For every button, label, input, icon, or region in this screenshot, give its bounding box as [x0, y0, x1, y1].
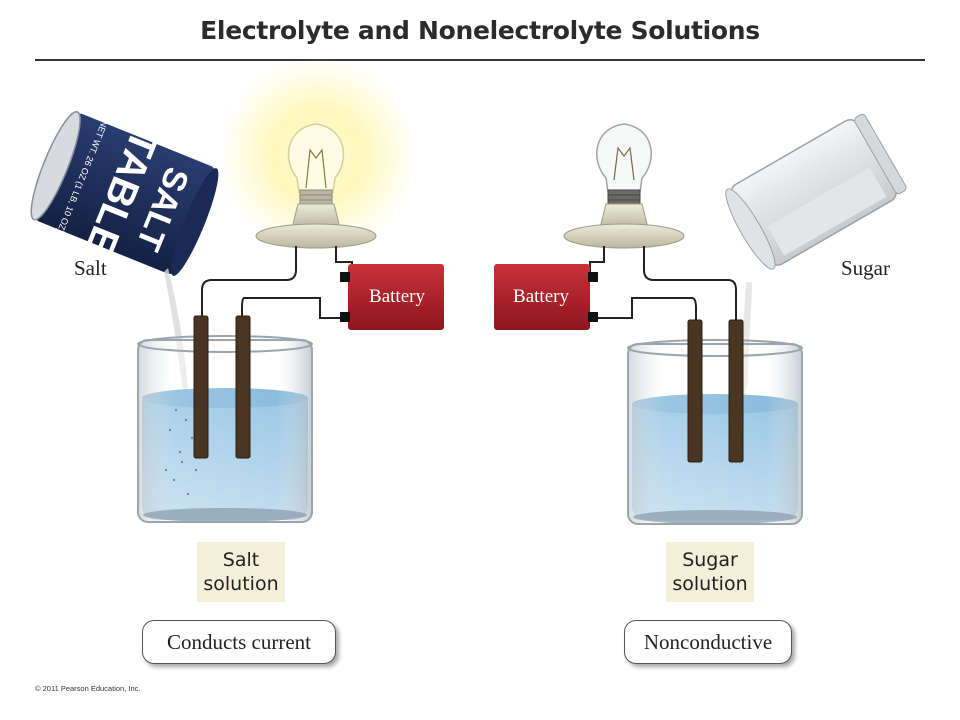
nonconductive-box: Nonconductive — [624, 620, 792, 664]
left-battery — [340, 264, 444, 330]
salt-solution-label-line1: Salt — [222, 549, 260, 571]
right-wires — [589, 246, 737, 322]
right-light-bulb — [596, 123, 652, 205]
right-electrode-2 — [728, 319, 744, 463]
right-beaker — [627, 339, 803, 525]
left-electrode-2 — [235, 315, 251, 459]
salt-label: Salt — [74, 256, 107, 280]
left-wires — [201, 246, 353, 319]
sugar-solution-label: Sugar solution — [666, 542, 754, 602]
title-divider — [35, 59, 925, 61]
right-battery-label: Battery — [513, 286, 569, 307]
sugar-solution-label-line2: solution — [672, 573, 748, 595]
copyright-notice: © 2011 Pearson Education, Inc. — [35, 684, 141, 693]
sugar-solution-label-line1: Sugar — [682, 549, 738, 571]
sugar-container — [725, 113, 907, 270]
left-light-bulb — [287, 123, 345, 205]
left-battery-label: Battery — [369, 286, 425, 307]
left-bulb-base — [255, 203, 377, 249]
left-beaker — [137, 335, 313, 523]
salt-solution-label: Salt solution — [197, 542, 285, 602]
right-bulb-base — [563, 203, 685, 249]
conducts-current-box: Conducts current — [142, 620, 336, 664]
salt-solution-label-line2: solution — [203, 573, 279, 595]
page-title: Electrolyte and Nonelectrolyte Solutions — [200, 16, 760, 45]
left-electrode-1 — [193, 315, 209, 459]
right-battery — [494, 264, 598, 330]
right-electrode-1 — [687, 319, 703, 463]
sugar-label: Sugar — [841, 256, 890, 280]
salt-container: TABLE SALT NET WT. 26 OZ (1 LB, 10 OZ) — [30, 111, 219, 276]
